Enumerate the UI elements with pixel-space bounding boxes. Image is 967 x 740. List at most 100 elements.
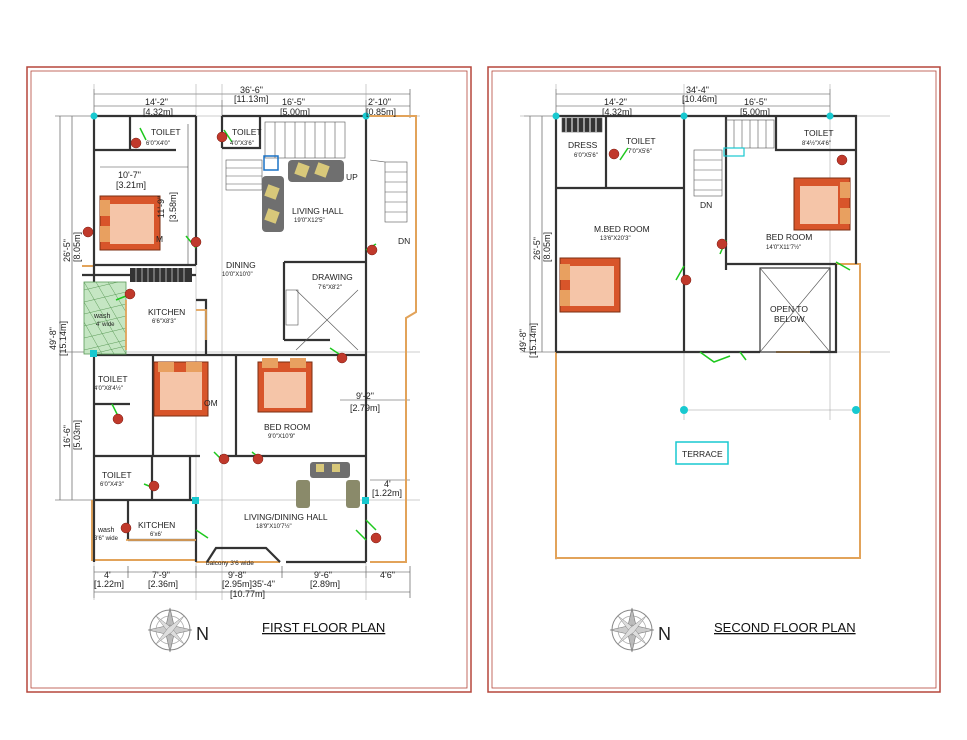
ff-furniture <box>99 155 360 508</box>
terrace-label: TERRACE <box>682 449 723 459</box>
room-label: balcony 3'6 wide <box>206 560 254 567</box>
room-label: M <box>156 234 163 244</box>
room-label: TOILET <box>804 128 834 138</box>
room-label: DINING <box>226 260 256 270</box>
dim-text: 11'-9" <box>156 196 166 218</box>
stair-label: UP <box>346 172 358 182</box>
dim-text: [15.14m] <box>528 323 538 358</box>
room-label: OM <box>204 398 218 408</box>
room-size: 4' wide <box>96 322 115 328</box>
dim-text: [4.32m] <box>602 107 632 117</box>
room-label: LIVING/DINING HALL <box>244 512 328 522</box>
dim-text: [1.22m] <box>94 579 124 589</box>
room-label: M.BED ROOM <box>594 224 650 234</box>
ff-dimension-texts: 36'-6" [11.13m] 14'-2" [4.32m] 16'-5" [5… <box>48 85 402 599</box>
room-label: BED ROOM <box>264 422 310 432</box>
terrace-box <box>675 441 729 465</box>
room-size: 8'4½"X4'6" <box>802 140 831 147</box>
dim-text: [2.36m] <box>148 579 178 589</box>
sf-door-markers <box>608 148 848 286</box>
sheet-frames <box>26 66 941 693</box>
dim-text: 2'-10" <box>368 97 391 107</box>
ff-wash-hatch <box>83 281 127 355</box>
room-size: 7'6"X8'2" <box>318 285 342 291</box>
room-label: LIVING HALL <box>292 206 344 216</box>
stair-label: DN <box>700 200 712 210</box>
sf-dimension-texts: 34'-4" [10.46m] 14'-2" [4.32m] 16'-5" [5… <box>518 85 770 358</box>
room-label: wash <box>97 527 114 534</box>
dim-text: 9'-2" <box>356 391 374 401</box>
room-size: 10'0"X10'0" <box>222 272 253 278</box>
ff-parapet <box>82 115 417 563</box>
ff-door-markers <box>82 131 382 544</box>
dim-text: 14'-2" <box>145 97 168 107</box>
room-label: KITCHEN <box>148 307 185 317</box>
room-size: 6'6"X8'3" <box>152 319 176 325</box>
room-size: 6'0"X4'0" <box>146 141 170 147</box>
second-floor-plan: N SECOND FLOOR PLAN 34'-4" [10.46m] 14'-… <box>518 84 890 653</box>
room-size: 6'x6' <box>150 532 162 538</box>
ff-kitchen-counter <box>125 300 207 541</box>
sofa-icon <box>262 160 344 232</box>
dim-text: [10.46m] <box>682 94 717 104</box>
room-size: 9'0"X10'9" <box>268 434 295 440</box>
first-floor-title: FIRST FLOOR PLAN <box>262 620 385 635</box>
dim-text: 10'-7" <box>118 170 141 180</box>
room-label: TOILET <box>98 374 128 384</box>
dim-text: 36'-6" <box>240 85 263 95</box>
room-size: 19'0"X12'5" <box>294 218 325 224</box>
dim-text: [0.85m] <box>366 107 396 117</box>
room-label: DRAWING <box>312 272 353 282</box>
room-size: 3'6" wide <box>94 536 119 542</box>
room-label: BED ROOM <box>766 232 812 242</box>
dim-text: [8.05m] <box>542 232 552 262</box>
room-size: 18'9"X10'7½" <box>256 523 292 530</box>
dim-text: 49'-8" <box>518 329 528 352</box>
room-label: DRESS <box>568 140 598 150</box>
dim-text: 4'6" <box>380 570 395 580</box>
dim-text: [3.21m] <box>116 180 146 190</box>
room-label: wash <box>93 313 110 320</box>
sf-columns <box>552 112 860 414</box>
room-label: KITCHEN <box>138 520 175 530</box>
dim-text: 35'-4" <box>252 579 275 589</box>
second-floor-title: SECOND FLOOR PLAN <box>714 620 856 635</box>
ff-drawing-cross <box>285 289 359 351</box>
room-size: 4'0"X3'6" <box>230 141 254 147</box>
room-size: 4'0"X8'4½" <box>94 385 123 392</box>
dim-text: 7'-9" <box>152 570 170 580</box>
sf-staircase <box>693 119 775 197</box>
dim-text: 16'-5" <box>282 97 305 107</box>
dim-text: [2.95m] <box>222 579 252 589</box>
compass-icon <box>609 607 655 653</box>
ff-dimension-lines <box>55 89 411 598</box>
room-size: 13'6"X20'3" <box>600 236 631 242</box>
dim-text: [8.05m] <box>72 232 82 262</box>
dim-text: 9'-6" <box>314 570 332 580</box>
room-size: 14'0"X11'7½" <box>766 244 801 251</box>
dim-text: [2.79m] <box>350 403 380 413</box>
dim-text: [5.00m] <box>280 107 310 117</box>
dim-text: [5.00m] <box>740 107 770 117</box>
stair-label: DN <box>398 236 410 246</box>
room-label: TOILET <box>232 127 262 137</box>
north-label: N <box>196 624 209 644</box>
ff-room-labels: TOILET 6'0"X4'0" TOILET 4'0"X3'6" LIVING… <box>93 127 410 567</box>
dim-text: 16'-6" <box>62 425 72 448</box>
dim-text: [15.14m] <box>58 321 68 356</box>
room-label: TOILET <box>626 136 656 146</box>
dim-text: 26'-5" <box>62 239 72 262</box>
room-size: 6'0"X4'3" <box>100 482 124 488</box>
room-size: 6'0"X5'6" <box>574 153 598 159</box>
dim-text: 34'-4" <box>686 85 709 95</box>
first-floor-plan: N FIRST FLOOR PLAN 36'-6" [11.13m] 14'-2… <box>48 84 420 653</box>
dim-text: [2.89m] <box>310 579 340 589</box>
dim-text: 4' <box>384 479 391 489</box>
ff-staircase <box>130 121 408 282</box>
room-label: OPEN TO <box>770 304 808 314</box>
sf-open-to-below-cross <box>561 117 831 353</box>
dim-text: [3.58m] <box>168 192 178 222</box>
sf-room-labels: DRESS 6'0"X5'6" TOILET 7'0"X5'6" TOILET … <box>568 128 834 459</box>
dim-text: 26'-5" <box>532 237 542 260</box>
